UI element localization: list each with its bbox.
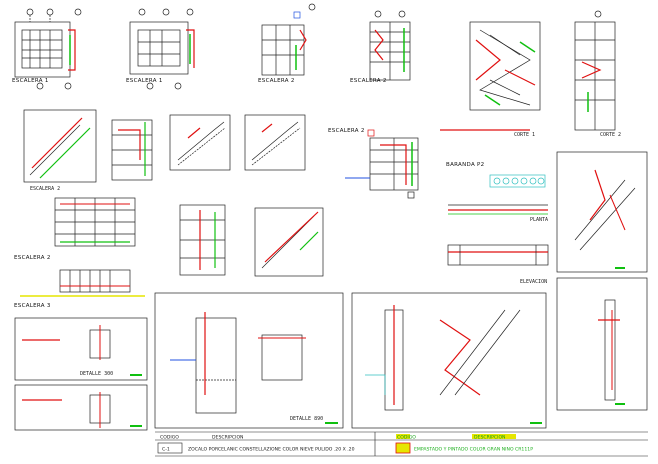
title-escalera-2b: ESCALERA 2 (350, 78, 387, 84)
legend-table (155, 431, 648, 457)
title-escalera-2d: ESCALERA 2 (328, 128, 365, 134)
legend-row1-text: ZOCALO PORCELANIC CONSTELLAZIONE COLOR N… (188, 447, 355, 453)
legend-row2-text: EMPASTADO Y PINTADO COLOR GRAN NINO CR11… (414, 447, 533, 453)
title-escalera-2-plan-wide: ESCALERA 2 (14, 255, 51, 261)
legend-row1-code: C-1 (162, 447, 170, 453)
title-escalera-2c-small: ESCALERA 2 (30, 186, 60, 192)
title-planta: PLANTA (530, 217, 548, 223)
title-escalera-1b: ESCALERA 1 (126, 78, 163, 84)
title-escalera-2a: ESCALERA 2 (258, 78, 295, 84)
detail-box-1 (169, 114, 231, 171)
legend-col4-header: DESCRIPCION (474, 435, 506, 441)
detail-frame-right-bottom (556, 277, 648, 411)
corte-mid-right (254, 207, 324, 277)
title-detalle-a: DETALLE 300 (80, 371, 113, 377)
escalera-2-plan-b (369, 10, 411, 81)
corte-mid-left (179, 204, 226, 276)
legend-col3-header: CODIGO (397, 435, 416, 441)
escalera-3-isometric (440, 21, 541, 131)
escalera-2-plan-c (345, 129, 419, 199)
title-baranda: BARANDA P2 (446, 162, 484, 168)
detail-frame-bottom-right (351, 292, 547, 429)
legend-code-box-1 (157, 442, 183, 454)
escalera-2-plan-wide (54, 197, 136, 247)
escalera-right-plan (574, 10, 616, 131)
detail-frame-bottom-left-2 (14, 384, 148, 431)
title-escalera-1a: ESCALERA 1 (12, 78, 49, 84)
detail-box-2 (244, 114, 306, 171)
title-escalera-3: ESCALERA 3 (14, 303, 51, 309)
title-elevacion: ELEVACION (520, 279, 547, 285)
escalera-3-plan-strip (20, 269, 145, 297)
legend-header-swatch-2 (472, 434, 516, 439)
baranda-elevation (448, 174, 548, 215)
elevation-rail (447, 244, 549, 266)
escalera-2-plan-a (261, 3, 316, 76)
escalera-section-left (23, 109, 97, 183)
legend-col2-header: DESCRIPCION (212, 435, 244, 441)
detail-frame-right-top (556, 151, 648, 273)
legend-code-box-2 (395, 442, 411, 454)
escalera-section-mid (111, 119, 153, 181)
escalera-1-plan-a (14, 8, 82, 90)
detail-frame-bottom-mid (154, 292, 344, 429)
title-corte-2: CORTE 2 (600, 132, 621, 138)
title-corte-1: CORTE 1 (514, 132, 535, 138)
title-detalle-b: DETALLE 890 (290, 416, 323, 422)
escalera-1-plan-b (129, 8, 195, 90)
detail-frame-bottom-left-1 (14, 317, 148, 381)
legend-col1-header: CODIGO (160, 435, 179, 441)
legend-header-swatch-1 (396, 434, 410, 439)
